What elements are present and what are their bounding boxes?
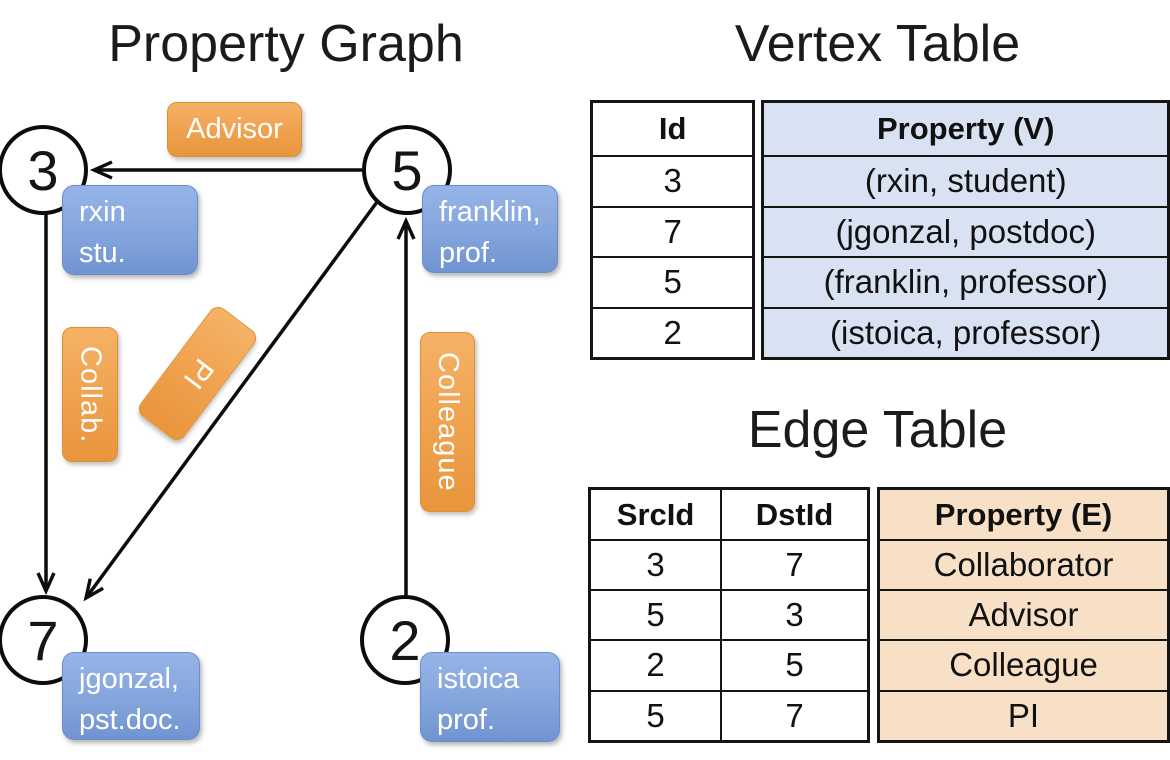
table-row: (istoica, professor): [761, 306, 1170, 360]
table-row: 2: [590, 306, 755, 360]
edge-table-title: Edge Table: [747, 401, 1008, 459]
edge-label-pi: PI: [134, 303, 261, 444]
table-row: 3: [590, 155, 755, 208]
edge-property-header: Property (E): [877, 487, 1170, 541]
edge-table-property-column: Property (E) Collaborator Advisor Collea…: [877, 487, 1170, 743]
vertex-prop-box-5: franklin,prof.: [422, 185, 558, 273]
vertex-table-id-column: Id 3 7 5 2: [590, 100, 756, 360]
property-graph-title: Property Graph: [108, 15, 464, 73]
node-id-label: 7: [27, 608, 59, 672]
node-id-label: 2: [389, 608, 421, 672]
edge-label-advisor: Advisor: [167, 102, 302, 157]
edge-srcid-header: SrcId: [588, 487, 723, 541]
table-row: 7: [590, 205, 755, 258]
table-row: 5: [590, 256, 755, 309]
graph-node-5: 5: [362, 125, 452, 215]
node-id-label: 5: [391, 138, 423, 202]
table-row: PI: [877, 689, 1170, 743]
table-row: Advisor: [877, 589, 1170, 642]
table-row: (rxin, student): [761, 155, 1170, 208]
node-id-label: 3: [27, 138, 59, 202]
edge-label-collaborator: Collab.: [62, 327, 118, 462]
vertex-property-header: Property (V): [761, 100, 1170, 157]
table-row: (jgonzal, postdoc): [761, 205, 1170, 258]
vertex-id-header: Id: [590, 100, 755, 157]
table-row: Colleague: [877, 639, 1170, 692]
vertex-table: Id 3 7 5 2 Property (V) (rxin, student) …: [590, 100, 1170, 360]
table-row: (franklin, professor): [761, 256, 1170, 309]
graph-node-3: 3: [0, 125, 88, 215]
edge-label-colleague: Colleague: [420, 332, 475, 512]
vertex-prop-box-7: jgonzal,pst.doc.: [62, 652, 200, 740]
vertex-table-property-column: Property (V) (rxin, student) (jgonzal, p…: [761, 100, 1170, 360]
edge-dstid-header: DstId: [720, 487, 870, 541]
table-row: Collaborator: [877, 538, 1170, 592]
vertex-table-title: Vertex Table: [734, 15, 1021, 73]
